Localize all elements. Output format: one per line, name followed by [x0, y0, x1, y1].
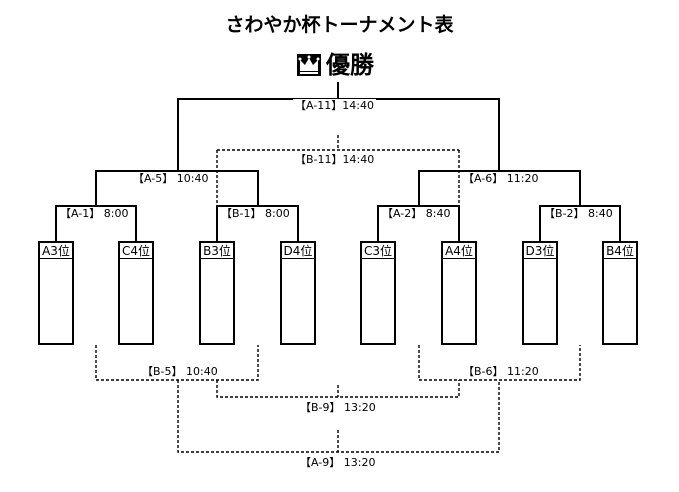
- team-slot: C3位: [360, 241, 396, 345]
- team-slot-label: A4位: [441, 241, 477, 259]
- match-label-b2: 【B-2】 8:40: [542, 207, 615, 221]
- team-slot-label: B3位: [199, 241, 235, 259]
- team-slot: A4位: [441, 241, 477, 345]
- team-slot-label: D3位: [522, 241, 558, 259]
- team-slot: D4位: [280, 241, 316, 345]
- crown-icon: [297, 54, 321, 76]
- champion-heading: 優勝: [290, 50, 390, 82]
- team-slot-label: D4位: [280, 241, 316, 259]
- champion-label: 優勝: [326, 51, 374, 79]
- team-slot-label: A3位: [38, 241, 74, 259]
- team-slot: B4位: [602, 241, 638, 345]
- match-label-b5: 【B-5】 10:40: [140, 365, 220, 379]
- team-slot: B3位: [199, 241, 235, 345]
- team-slot-label: C3位: [360, 241, 396, 259]
- match-label-a11: 【A-11】14:40: [293, 99, 376, 113]
- match-label-b1: 【B-1】 8:00: [219, 207, 292, 221]
- team-slot-label: B4位: [602, 241, 638, 259]
- team-slot: D3位: [522, 241, 558, 345]
- match-label-a9: 【A-9】 13:20: [298, 456, 378, 470]
- page-title: さわやか杯トーナメント表: [225, 14, 454, 36]
- match-label-a5: 【A-5】 10:40: [131, 172, 211, 186]
- match-label-a1: 【A-1】 8:00: [58, 207, 131, 221]
- team-slot-label: C4位: [118, 241, 154, 259]
- match-label-a2: 【A-2】 8:40: [380, 207, 453, 221]
- match-label-b11: 【B-11】14:40: [293, 153, 377, 167]
- team-slot: A3位: [38, 241, 74, 345]
- match-label-b6: 【B-6】 11:20: [461, 365, 541, 379]
- match-label-b9: 【B-9】 13:20: [298, 401, 378, 415]
- match-label-a6: 【A-6】 11:20: [461, 172, 541, 186]
- team-slot: C4位: [118, 241, 154, 345]
